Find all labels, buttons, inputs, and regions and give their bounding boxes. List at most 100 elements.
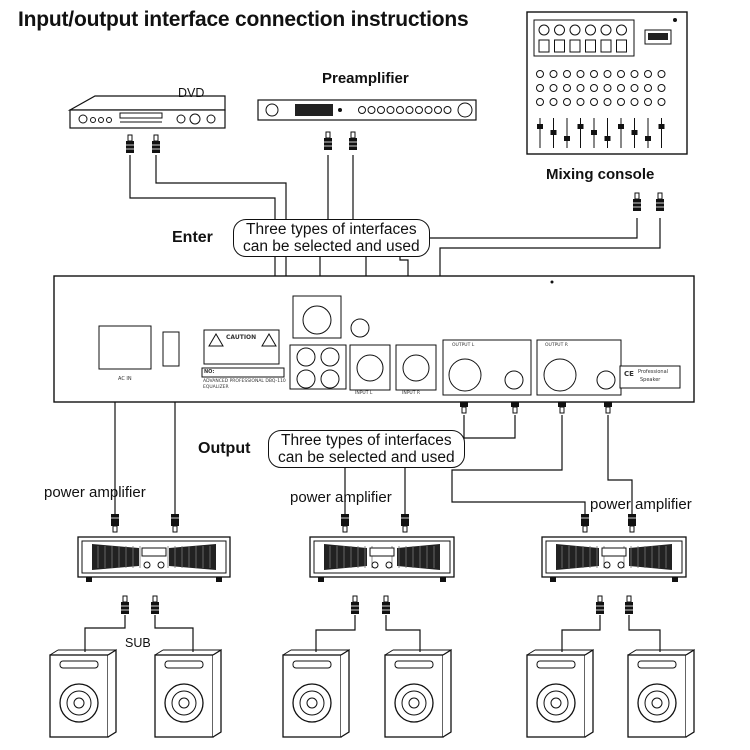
mixer-knob xyxy=(657,70,666,78)
mixer-jack-slot xyxy=(600,39,612,53)
model-text-2: EQUALIZER xyxy=(203,385,229,390)
amp-input-plug-2 xyxy=(171,514,179,533)
mixer-knob xyxy=(617,70,625,78)
out-cable-amp3-right xyxy=(607,415,633,514)
mixer-knob xyxy=(644,70,652,78)
amp-input-plug-3 xyxy=(341,514,349,533)
mixer-plug-right xyxy=(656,192,664,211)
mixer-knob xyxy=(576,84,585,92)
mixer-jack-slot xyxy=(616,39,627,53)
speaker-cable-6 xyxy=(628,615,661,652)
speaker-cable-1 xyxy=(84,615,126,652)
output-interfaces-callout: Three types of interfaces can be selecte… xyxy=(268,430,465,468)
amp-input-plug-6 xyxy=(628,514,636,533)
preamp-knob xyxy=(367,106,376,114)
mixer-fader xyxy=(631,130,638,135)
mixer-knob xyxy=(603,98,612,106)
mixer-fader xyxy=(591,130,597,135)
ce-mark: CE xyxy=(624,370,634,378)
speaker-5 xyxy=(526,648,594,738)
mixer-knob xyxy=(576,70,585,78)
mixer-knob xyxy=(603,70,612,78)
dvd-plug-right xyxy=(152,134,160,153)
amp-output-plug-1 xyxy=(121,595,129,614)
mixer-plug-left xyxy=(633,192,641,211)
preamp-knob xyxy=(377,106,385,114)
mixer-knob xyxy=(630,84,639,92)
speaker-3 xyxy=(282,648,350,738)
mixer-knob xyxy=(536,98,544,106)
preamplifier-label: Preamplifier xyxy=(322,70,409,87)
out-cable-amp3-left xyxy=(451,415,586,514)
speaker-4 xyxy=(384,648,452,738)
enter-label: Enter xyxy=(172,229,213,246)
mixer-input-jack xyxy=(616,24,627,36)
mixer-fader xyxy=(618,124,624,129)
dvd-plug-left xyxy=(126,134,134,153)
mixer-knob xyxy=(536,84,544,92)
amp-output-plug-6 xyxy=(625,595,633,614)
mixer-knob xyxy=(630,70,639,78)
preamp-knob xyxy=(443,106,452,114)
mixer-knob xyxy=(549,84,558,92)
mixer-fader xyxy=(645,136,651,141)
mixer-input-jack xyxy=(569,24,581,36)
amp-output-plug-4 xyxy=(382,595,390,614)
serial-no-text: NO: xyxy=(204,369,215,375)
speaker-cable-3 xyxy=(315,615,356,652)
mixer-knob xyxy=(563,84,571,92)
input-l-text: INPUT L xyxy=(355,391,373,396)
power-amplifier-label-3: power amplifier xyxy=(590,496,692,513)
preamp-knob xyxy=(386,106,395,114)
mixer-jack-slot xyxy=(554,39,565,53)
input-interfaces-callout: Three types of interfaces can be selecte… xyxy=(233,219,430,257)
mixer-jack-slot xyxy=(585,39,596,53)
input-callout-line1: Three types of interfaces xyxy=(246,221,417,238)
mixer-fader xyxy=(604,136,611,141)
amp-input-plug-4 xyxy=(401,514,409,533)
output-callout-line1: Three types of interfaces xyxy=(281,432,452,449)
mixer-knob xyxy=(536,70,544,78)
speaker-1 xyxy=(49,648,117,738)
mixer-knob xyxy=(657,98,666,106)
professional-text: Professional xyxy=(638,369,669,375)
amp-input-plug-1 xyxy=(111,514,119,533)
dvd-player xyxy=(67,95,226,129)
speaker-cable-2 xyxy=(154,615,194,652)
mixer-knob xyxy=(644,98,652,106)
mixer-fader xyxy=(550,130,557,135)
preamp-knob xyxy=(405,106,414,114)
speaker-cable-5 xyxy=(561,615,601,652)
mixer-input-jack xyxy=(538,24,550,36)
mixer-knob xyxy=(590,70,598,78)
power-amplifier-label-1: power amplifier xyxy=(44,484,146,501)
preamp-knob xyxy=(396,106,404,114)
mixer-knob xyxy=(549,98,558,106)
mixer-knob xyxy=(549,70,558,78)
preamplifier-unit xyxy=(257,99,477,121)
mixer-fader xyxy=(564,136,570,141)
mixer-jack-slot xyxy=(538,39,550,53)
preamp-knob xyxy=(415,106,423,114)
speaker-text: Speaker xyxy=(640,377,661,383)
dvd-cable-left xyxy=(129,155,276,318)
output-callout-line2: can be selected and used xyxy=(278,449,455,466)
caution-text: CAUTION xyxy=(226,334,257,341)
amp-output-plug-2 xyxy=(151,595,159,614)
preamp-knob xyxy=(358,106,366,114)
power-amplifier-label-2: power amplifier xyxy=(290,489,392,506)
output-r-text: OUTPUT R xyxy=(545,343,568,348)
amp-output-plug-3 xyxy=(351,595,359,614)
preamp-knob xyxy=(434,106,442,114)
mixer-fader xyxy=(537,124,543,129)
mixer-knob xyxy=(603,84,612,92)
mixer-knob xyxy=(617,98,625,106)
ac-in-text: AC IN xyxy=(118,376,132,382)
model-text-1: ADVANCED PROFESSIONAL DBQ-110 xyxy=(203,379,286,384)
equalizer-rear-panel xyxy=(53,275,695,403)
preamp-plug-right xyxy=(349,131,357,150)
input-callout-line2: can be selected and used xyxy=(243,238,420,255)
power-amplifier-2 xyxy=(309,536,455,582)
mixing-console-label: Mixing console xyxy=(546,166,655,183)
